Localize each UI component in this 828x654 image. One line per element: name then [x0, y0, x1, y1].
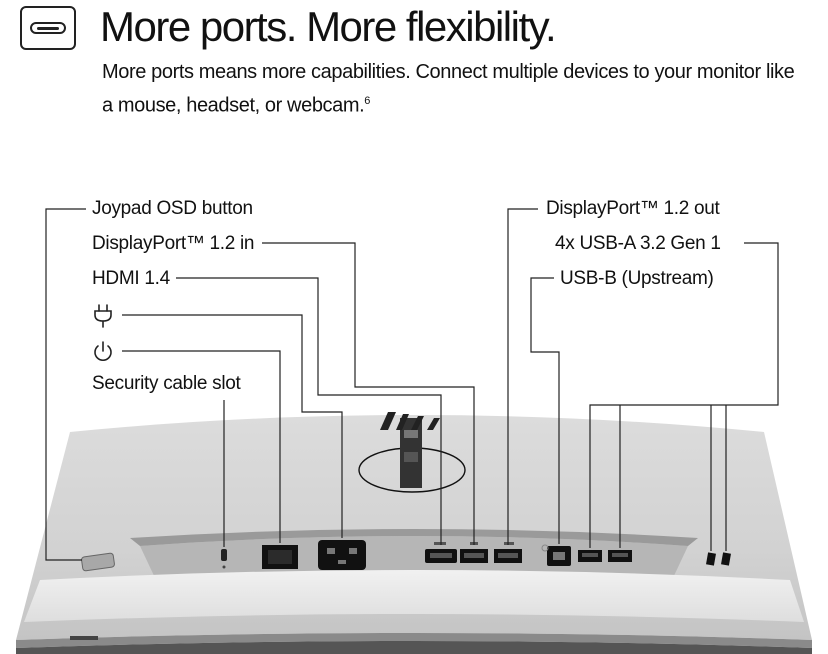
label-displayport-in: DisplayPort™ 1.2 in: [92, 233, 255, 254]
label-displayport-out: DisplayPort™ 1.2 out: [546, 198, 720, 219]
label-security-cable-slot: Security cable slot: [92, 373, 241, 394]
hdmi-port: [425, 542, 457, 563]
usb-a-port: [608, 550, 632, 562]
hp-logo: [380, 412, 440, 430]
leader-power: [122, 350, 281, 543]
leader-hdmi: [176, 277, 442, 545]
joypad-osd-button: [81, 552, 115, 572]
page-title: More ports. More flexibility.: [100, 3, 557, 50]
monitor-bottom-edge: [16, 633, 812, 648]
leader-plug: [122, 314, 343, 538]
side-usb-a-port: [721, 552, 731, 566]
leader-dp-in: [262, 242, 475, 545]
page-description: More ports means more capabilities. Conn…: [102, 58, 802, 121]
footnote-marker: 6: [364, 95, 370, 107]
power-plug-icon: [94, 304, 112, 328]
leader-joypad: [45, 208, 86, 561]
side-usb-a-port: [706, 552, 716, 566]
label-usb-b: USB-B (Upstream): [560, 268, 714, 289]
security-slot: [221, 549, 227, 561]
label-hdmi: HDMI 1.4: [92, 268, 170, 289]
usb-a-port: [578, 550, 602, 562]
leader-usb-b: [530, 277, 560, 544]
label-usb-a: 4x USB-A 3.2 Gen 1: [555, 233, 721, 254]
description-text: More ports means more capabilities. Conn…: [102, 61, 795, 117]
power-button-icon: [94, 341, 112, 361]
label-joypad-osd-button: Joypad OSD button: [92, 198, 253, 219]
usb-c-port-icon: [20, 6, 76, 50]
leader-dp-out: [507, 208, 538, 545]
displayport-out-port: [494, 542, 522, 563]
usb-b-port: [541, 544, 571, 566]
power-plug: [318, 540, 366, 570]
lower-panel: [24, 570, 804, 622]
leader-usb-a: [589, 242, 779, 548]
